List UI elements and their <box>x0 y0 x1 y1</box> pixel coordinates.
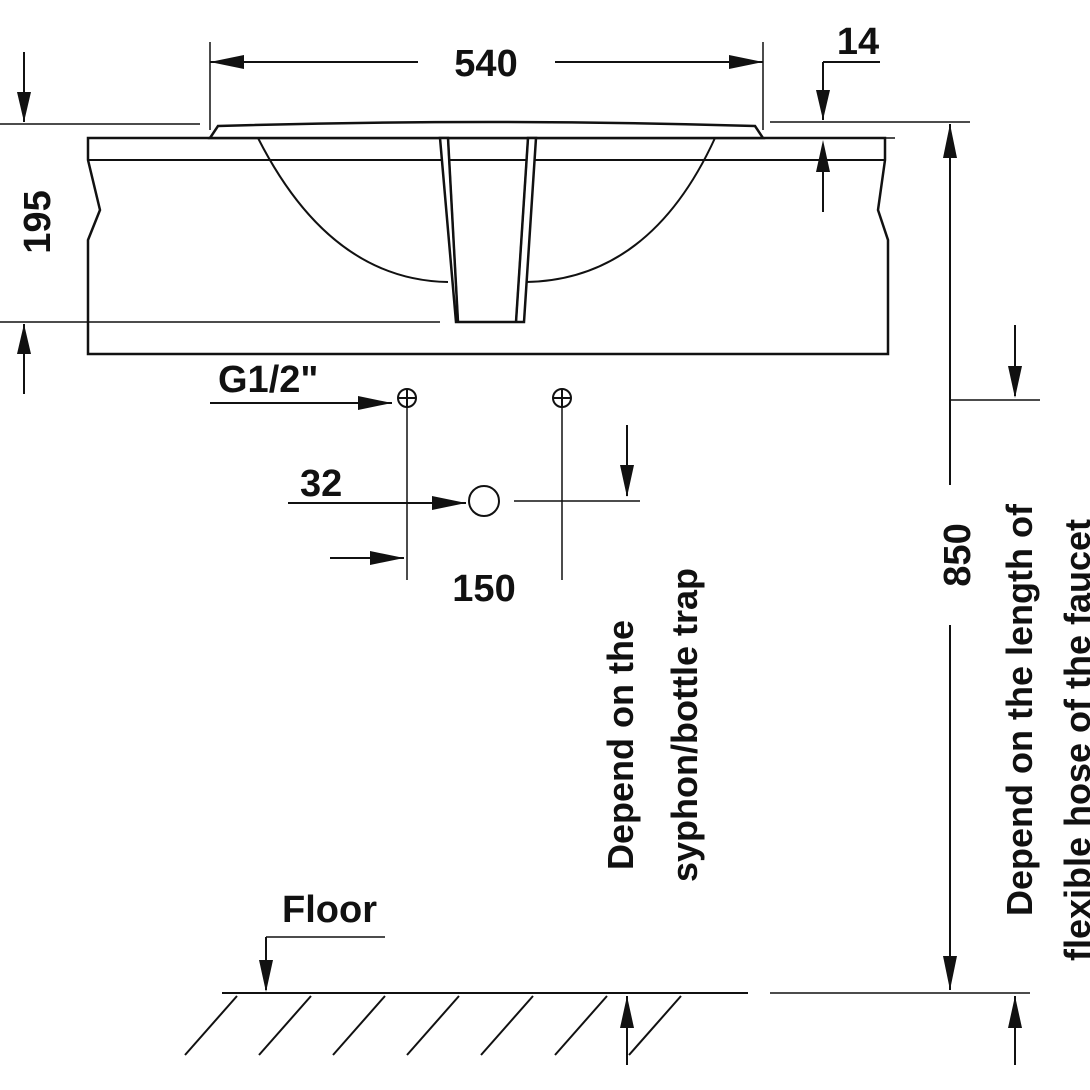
arrow-left <box>210 55 244 69</box>
width-dimension: 540 <box>209 42 764 130</box>
dimension-195: 195 <box>17 190 59 253</box>
faucet-note: Depend on the length of flexible hose of… <box>950 325 1090 961</box>
drain-column-inner <box>447 137 529 323</box>
syphon-note-line1: Depend on the <box>600 620 641 870</box>
faucet-note-line1: Depend on the length of <box>999 503 1040 916</box>
dimension-150: 150 <box>452 568 515 610</box>
dimension-32: 32 <box>300 463 342 505</box>
dimension-540: 540 <box>454 43 517 85</box>
dimension-850: 850 <box>937 523 979 586</box>
drain-connection: 32 <box>288 425 640 517</box>
height-850-dimension: 850 <box>937 124 979 990</box>
countertop-outline <box>86 136 890 356</box>
dimension-14: 14 <box>837 21 879 63</box>
basin-rim <box>207 120 766 140</box>
supply-left-symbol <box>397 388 417 408</box>
floor-marker: Floor <box>184 889 1030 1065</box>
drain-outlet-circle <box>468 485 500 517</box>
floor-hatching <box>184 995 682 1056</box>
faucet-note-line2: flexible hose of the faucet <box>1057 519 1090 961</box>
countertop-body <box>86 120 890 356</box>
height-195-dimension: 195 <box>0 52 440 394</box>
supply-connections: G1/2" <box>210 359 572 580</box>
supply-right-symbol <box>552 388 572 408</box>
syphon-note: Depend on the syphon/bottle trap <box>600 568 705 882</box>
spacing-dimension: 150 <box>330 551 516 610</box>
syphon-note-line2: syphon/bottle trap <box>664 568 705 882</box>
arrow-right <box>729 55 763 69</box>
thread-size-label: G1/2" <box>218 359 318 401</box>
basin-bowl-curve <box>257 137 716 283</box>
arrow-up <box>816 140 830 172</box>
arrow-down <box>816 90 830 120</box>
floor-label: Floor <box>282 889 377 931</box>
rim-dimension: 14 <box>770 21 970 212</box>
